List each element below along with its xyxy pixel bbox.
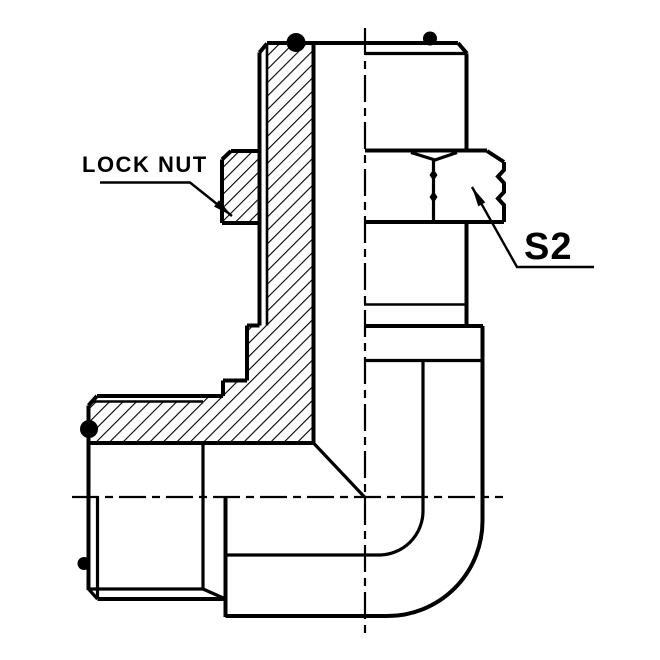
left-port-external bbox=[87, 497, 227, 601]
vertical-stud-section bbox=[221, 41, 469, 443]
o-ring-side-upper-icon bbox=[80, 420, 98, 438]
s2-label: S2 bbox=[524, 226, 572, 268]
s2-annotation: S2 bbox=[470, 186, 594, 269]
s2-leader-line bbox=[470, 186, 594, 269]
upper-body-external bbox=[365, 53, 506, 164]
o-ring-seals bbox=[77, 31, 437, 570]
s2-hex-nut-external bbox=[365, 150, 506, 224]
body-section-hatch bbox=[89, 43, 314, 443]
lock-nut-label: LOCK NUT bbox=[82, 152, 208, 177]
o-ring-top-left-icon bbox=[286, 33, 306, 52]
lock-nut-section-hatch bbox=[222, 151, 260, 223]
elbow-tube-profile bbox=[223, 360, 485, 618]
centerlines bbox=[72, 28, 503, 633]
lock-nut-arrowhead-icon bbox=[214, 200, 232, 216]
lock-nut-annotation: LOCK NUT bbox=[82, 152, 233, 217]
o-ring-top-right-icon bbox=[423, 31, 437, 46]
o-ring-side-lower-icon bbox=[77, 557, 91, 570]
lock-nut-leader-line bbox=[100, 181, 233, 217]
lock-nut-section bbox=[220, 149, 260, 225]
s2-arrowhead-icon bbox=[472, 187, 486, 207]
